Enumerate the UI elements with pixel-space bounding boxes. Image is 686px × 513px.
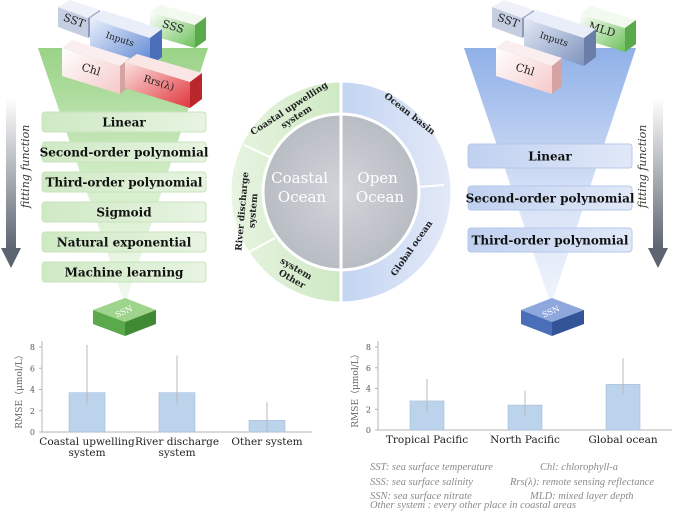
cube-chl-label: Chl (514, 61, 536, 79)
y-axis-title: RMSE（μmol/L） (350, 349, 361, 427)
coastal-ocean-center: Coastal Ocean (271, 169, 333, 206)
fitting-function-arrow-right: fitting function (636, 98, 668, 268)
function-left-label: Machine learning (65, 266, 184, 280)
x-category-label: North Pacific (490, 434, 560, 446)
function-left-label: Linear (102, 116, 146, 130)
function-left-label: Natural exponential (57, 236, 192, 250)
function-left-box (41, 231, 207, 253)
ssn-output-right: SSN (521, 298, 584, 336)
fitting-function-label-right: fitting function (636, 125, 649, 209)
cube-rrs-left: Rrs(λ) (125, 54, 202, 108)
y-tick-label: 0 (366, 426, 371, 435)
y-tick-label: 4 (30, 386, 35, 395)
legend-chl: Chl: chlorophyll-a (540, 462, 619, 473)
open-ocean-center: Open Ocean (356, 169, 405, 206)
right-funnel (464, 48, 636, 305)
legend-sss: SSS: sea surface salinity (370, 477, 473, 488)
function-left-box (41, 201, 207, 223)
x-category-label: Tropical Pacific (386, 434, 468, 446)
right-model-panel: SST MLD Inputs Chl (464, 0, 668, 336)
ssn-output-left: SSN (93, 298, 156, 336)
cube-sss-left: SSS (150, 5, 206, 48)
cube-inputs-left: Inputs (90, 10, 162, 66)
fitting-function-arrow-left: fitting function (1, 98, 32, 268)
function-right-label: Linear (528, 150, 572, 164)
y-tick-label: 2 (366, 405, 371, 414)
ring-divider-3 (417, 184, 445, 188)
function-right-box (467, 227, 633, 253)
left-model-panel: SST SSS Inputs Chl (1, 0, 209, 336)
x-category-label: system (158, 447, 195, 459)
y-tick-label: 6 (366, 364, 371, 373)
legend-rrs: Rrs(λ): remote sensing reflectance (510, 477, 655, 488)
function-left-box (41, 261, 207, 283)
x-category-label: Other system (231, 436, 302, 448)
right-input-cubes: SST MLD Inputs Chl (492, 0, 636, 94)
legend-sst: SST: sea surface temperature (370, 462, 493, 473)
cube-chl-label: Chl (80, 61, 102, 79)
y-tick-label: 4 (366, 385, 371, 394)
ring-divider-1 (243, 144, 273, 159)
cube-chl-left: Chl (62, 40, 130, 94)
y-tick-label: 8 (30, 343, 35, 352)
ring-divider-2 (246, 237, 276, 254)
cube-inputs-right: Inputs (524, 10, 596, 66)
function-right-box (467, 143, 633, 169)
y-axis-title: RMSE（μmol/L） (14, 350, 25, 428)
ocean-classification-circle: Coastal Ocean Open Ocean Coastal upwelli… (230, 80, 452, 303)
x-category-label: Global ocean (588, 434, 657, 446)
fitting-function-label-left: fitting function (19, 125, 32, 209)
y-tick-label: 6 (30, 364, 35, 373)
legend-ssn: SSN: sea surface nitrate (370, 491, 472, 502)
cube-sss-label: SSS (160, 17, 185, 36)
y-tick-label: 8 (366, 343, 371, 352)
legend-other-system: Other system : every other place in coas… (370, 500, 577, 511)
legend-mld: MLD: mixed layer depth (530, 491, 634, 502)
function-left-box (41, 111, 207, 133)
y-tick-label: 0 (30, 428, 35, 437)
function-right-label: Second-order polynomial (466, 192, 635, 206)
y-tick-label: 2 (30, 407, 35, 416)
function-left-label: Second-order polynomial (40, 146, 209, 160)
x-category-label: system (68, 447, 105, 459)
function-right-box (467, 185, 633, 211)
cube-chl-right: Chl (496, 40, 562, 94)
function-left-label: Sigmoid (96, 206, 152, 220)
x-category-label: Coastal upwelling (39, 436, 135, 448)
function-left-label: Third-order polynomial (45, 176, 202, 190)
x-category-label: River discharge (135, 436, 219, 448)
function-left-box (41, 171, 207, 193)
function-right-label: Third-order polynomial (471, 234, 628, 248)
function-left-box (41, 141, 207, 163)
left-input-cubes: SST SSS Inputs Chl (58, 0, 206, 108)
